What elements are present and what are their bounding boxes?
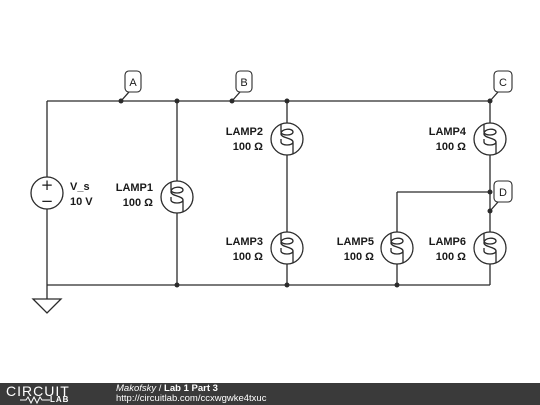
ground-symbol[interactable] bbox=[31, 298, 63, 314]
probe-d-label: D bbox=[499, 187, 507, 199]
lamp2-symbol[interactable] bbox=[270, 122, 304, 156]
junctions bbox=[174, 98, 493, 288]
lamp5-value: 100 Ω bbox=[344, 251, 374, 263]
circuit-meta: Makofsky / Lab 1 Part 3 http://circuitla… bbox=[116, 384, 266, 404]
logo-text-top: CIRCUIT bbox=[6, 383, 70, 399]
junction-dot bbox=[394, 282, 400, 288]
lamp3-symbol[interactable] bbox=[270, 231, 304, 265]
circuitlab-logo[interactable]: CIRCUIT LAB bbox=[6, 384, 106, 404]
resistor-logo-icon bbox=[20, 396, 50, 404]
lamp6-symbol[interactable] bbox=[473, 231, 507, 265]
voltage-source[interactable]: + − bbox=[30, 176, 64, 210]
junction-dot bbox=[487, 189, 493, 195]
lamp1-value: 100 Ω bbox=[123, 197, 153, 209]
minus-sign: − bbox=[41, 192, 54, 210]
lamp2-name: LAMP2 bbox=[226, 126, 263, 138]
lamp4-value: 100 Ω bbox=[436, 141, 466, 153]
lamp5-name: LAMP5 bbox=[337, 236, 374, 248]
junction-dot bbox=[284, 282, 290, 288]
lamp6-name: LAMP6 bbox=[429, 236, 466, 248]
probe-d[interactable]: D bbox=[487, 180, 513, 214]
junction-dot bbox=[174, 98, 180, 104]
title-separator: / bbox=[156, 383, 165, 394]
lamp3-value: 100 Ω bbox=[233, 251, 263, 263]
circuit-title: Lab 1 Part 3 bbox=[164, 383, 218, 394]
lamp1-symbol[interactable] bbox=[160, 180, 194, 214]
wires bbox=[46, 100, 491, 299]
source-value: 10 V bbox=[70, 196, 93, 208]
lamp1-name: LAMP1 bbox=[116, 182, 153, 194]
junction-dot bbox=[284, 98, 290, 104]
lamp3-name: LAMP3 bbox=[226, 236, 263, 248]
circuit-url[interactable]: http://circuitlab.com/ccxwgwke4txuc bbox=[116, 393, 267, 404]
lamp2-value: 100 Ω bbox=[233, 141, 263, 153]
logo-text-bottom: LAB bbox=[50, 395, 70, 404]
lamp6-value: 100 Ω bbox=[436, 251, 466, 263]
probe-a[interactable]: A bbox=[118, 70, 142, 104]
probe-c[interactable]: C bbox=[487, 70, 513, 104]
lamp4-symbol[interactable] bbox=[473, 122, 507, 156]
footer-bar: CIRCUIT LAB Makofsky / Lab 1 Part 3 http… bbox=[0, 383, 540, 405]
probe-b-label: B bbox=[240, 77, 247, 89]
probe-c-label: C bbox=[499, 77, 507, 89]
probe-a-label: A bbox=[129, 77, 137, 89]
lamp5-symbol[interactable] bbox=[380, 231, 414, 265]
junction-dot bbox=[174, 282, 180, 288]
plus-sign: + bbox=[41, 176, 54, 194]
circuit-schematic: + − V_s 10 V LAMP1 100 Ω LAMP2 100 Ω LAM… bbox=[30, 70, 513, 314]
author-name[interactable]: Makofsky bbox=[116, 383, 157, 394]
probe-b[interactable]: B bbox=[229, 70, 253, 104]
source-name: V_s bbox=[70, 181, 90, 193]
lamp4-name: LAMP4 bbox=[429, 126, 467, 138]
